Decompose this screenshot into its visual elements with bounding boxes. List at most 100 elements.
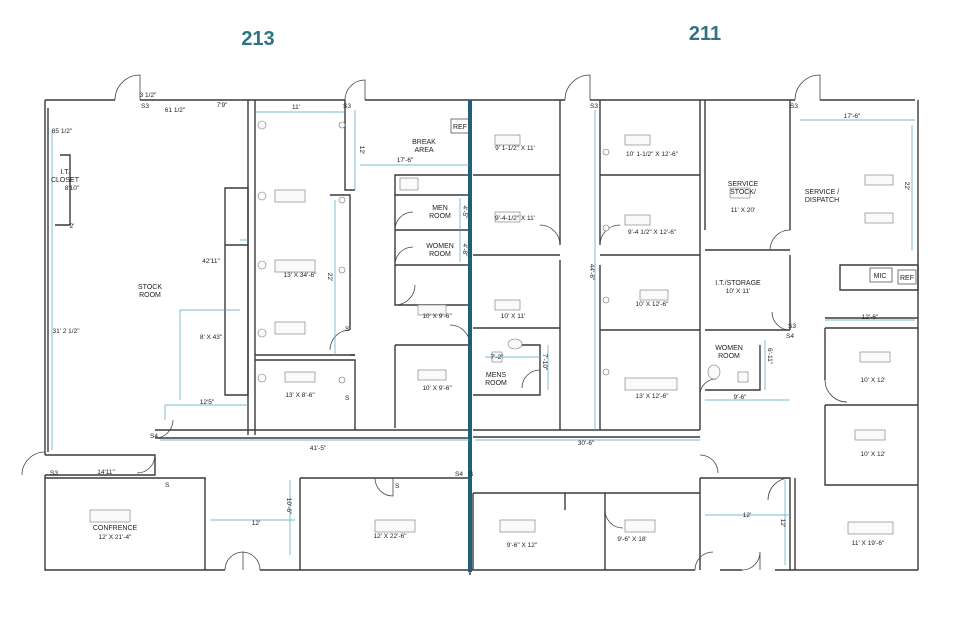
mic-label: MIC	[874, 273, 887, 280]
dimension: 12'	[743, 512, 751, 519]
dimension: 4'-5"	[461, 206, 468, 220]
stock-room-label-1: STOCK	[138, 284, 162, 291]
it-closet-label-1: I.T.	[60, 169, 69, 176]
dimension: 44'-6"	[588, 264, 595, 281]
door-swings	[21, 74, 848, 571]
it-closet-label-2: CLOSET	[51, 177, 80, 184]
room-size: 10' X 12'	[861, 451, 886, 458]
room-sizes: 9' 1-1/2" X 11' 9'-4-1/2" X 11' 10' X 11…	[99, 145, 886, 549]
marker: S3	[590, 103, 598, 110]
dimension: 12'	[252, 520, 260, 527]
marker: S3	[788, 323, 796, 330]
dimension: 4'-8"	[461, 244, 468, 258]
dimension: 22'	[326, 273, 333, 281]
service-stock-label-2: STOCK/	[730, 189, 756, 196]
walls-213	[45, 100, 471, 570]
women-room-right-label-2: ROOM	[718, 353, 740, 360]
dimension: 3 1/2"	[140, 92, 157, 99]
dimension: 6'-11"	[766, 348, 773, 365]
ref-label: REF	[453, 124, 467, 131]
service-dispatch-label-1: SERVICE /	[805, 189, 840, 196]
room-size: 9'-4 1/2" X 12'-6"	[628, 229, 677, 236]
men-room-label-2: ROOM	[429, 213, 451, 220]
room-size: 10' X 12'-6"	[636, 301, 670, 308]
dimension: 7'-10"	[541, 354, 548, 371]
dimension: 8' X 43"	[200, 334, 223, 341]
dimension-labels: 3 1/2" 61 1/2" 7'9" 11' 85 1/2" 8'10" 2'…	[52, 92, 910, 527]
room-size: 13' X 8'-6"	[285, 392, 315, 399]
marker: S3	[343, 103, 351, 110]
confrence-label: CONFRENCE	[93, 525, 138, 532]
dimension: 12'	[779, 519, 786, 527]
marker: S	[345, 326, 350, 333]
room-size: 10' X 11'	[726, 288, 750, 295]
dimension: 7'-2"	[491, 354, 505, 361]
room-size: 10' X 9'-6"	[422, 313, 452, 320]
break-area-label-1: BREAK	[412, 139, 436, 146]
break-area-label-2: AREA	[414, 147, 433, 154]
room-size: 12' X 22'-6"	[374, 533, 408, 540]
room-size: 9'-6" X 12"	[507, 542, 538, 549]
fixtures	[89, 120, 894, 535]
women-room-right-label-1: WOMEN	[715, 345, 743, 352]
room-labels: I.T. CLOSET STOCK ROOM BREAK AREA MEN RO…	[51, 118, 917, 532]
dimension: 61 1/2"	[165, 107, 186, 114]
room-size: 9' 1-1/2" X 11'	[495, 145, 535, 152]
marker: S	[469, 471, 474, 478]
unit-number-213: 213	[241, 28, 274, 50]
women-room-label-2: ROOM	[429, 251, 451, 258]
marker: S	[165, 482, 170, 489]
room-size: 10' X 11'	[501, 313, 525, 320]
dimension: 11'	[292, 104, 300, 111]
marker: S3	[50, 470, 58, 477]
service-dispatch-label-2: DISPATCH	[805, 197, 839, 204]
room-size: 12' X 21'-4"	[99, 534, 133, 541]
marker: S3	[790, 103, 798, 110]
dimension: 9'-6"	[734, 394, 748, 401]
dimension: 12'-6"	[862, 314, 879, 321]
dimension: 12'5"	[200, 399, 215, 406]
room-size: 11' X 19'-6"	[852, 540, 885, 547]
mens-room-label-2: ROOM	[485, 380, 507, 387]
stock-room-label-2: ROOM	[139, 292, 161, 299]
room-size: 11' X 20'	[731, 207, 755, 214]
men-room-label-1: MEN	[432, 205, 448, 212]
dimension: 17'-6"	[844, 113, 861, 120]
marker: S	[395, 483, 400, 490]
it-storage-label: I.T./STORAGE	[715, 280, 761, 287]
dimension: 31' 2 1/2"	[52, 328, 80, 335]
room-size: 13' X 12'-6"	[636, 393, 670, 400]
room-size: 9'-4-1/2" X 11'	[495, 215, 535, 222]
dimension: 30'-6"	[578, 440, 595, 447]
mens-room-label-1: MENS	[486, 372, 507, 379]
women-room-label-1: WOMEN	[426, 243, 454, 250]
dimension-lines	[51, 110, 915, 565]
room-size: 13' X 34'-6"	[284, 272, 318, 279]
room-size: 10' X 12'	[861, 377, 886, 384]
dimension: 8'10"	[65, 185, 80, 192]
room-size: 10' 1-1/2" X 12'-6"	[626, 151, 679, 158]
marker: S4	[150, 433, 158, 440]
dimension: 2'	[70, 223, 75, 230]
dimension: 7'9"	[217, 102, 228, 109]
dimension: 14'11"	[97, 469, 115, 476]
dimension: 85 1/2"	[52, 128, 73, 135]
dimension: 42'11"	[202, 258, 220, 265]
marker: S4	[455, 471, 463, 478]
unit-number-211: 211	[689, 23, 721, 45]
ref-right-label: REF	[900, 275, 914, 282]
dimension: 10'-6"	[285, 498, 292, 515]
marker: S3	[141, 103, 149, 110]
service-stock-label-1: SERVICE	[728, 181, 759, 188]
room-size: 10' X 9'-6"	[422, 385, 452, 392]
dimension: 17'-6"	[397, 157, 414, 164]
dimension: 41'-5"	[310, 445, 327, 452]
marker: S4	[786, 333, 794, 340]
markers: S3 S3 S3 S3 S3 S3 S4 S4 S4 S S S S S	[50, 103, 798, 490]
walls-211	[472, 100, 919, 570]
dimension: 12'	[358, 146, 365, 154]
marker: S	[345, 395, 350, 402]
room-size: 9'-6" X 18'	[617, 536, 646, 543]
dimension: 22'	[903, 182, 910, 190]
